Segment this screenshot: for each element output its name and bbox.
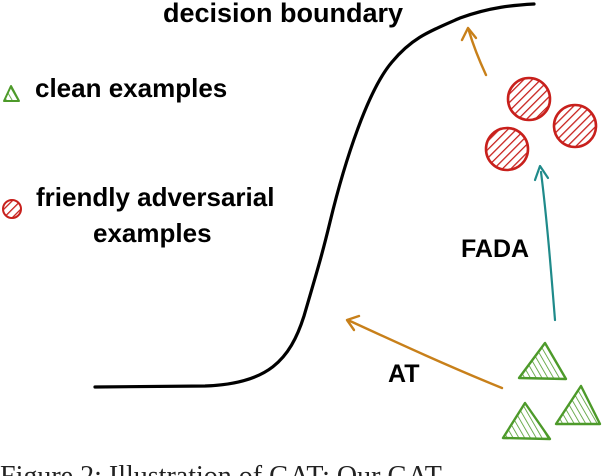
decision-boundary-curve [93,2,536,389]
clean-examples-cluster [501,341,602,441]
adversarial-example [484,126,530,172]
boundary-arrow [460,26,488,77]
legend-friendly-label-line2: examples [93,218,212,248]
adversarial-example-legend-icon [2,199,22,219]
at-arrow [345,314,504,390]
adversarial-example [506,76,552,122]
adversarial-example [552,103,598,149]
clean-example [501,401,552,441]
clean-example [554,384,602,426]
clean-example [517,341,568,381]
legend-friendly-label-line1: friendly adversarial [36,182,274,212]
adversarial-examples-cluster [484,76,598,172]
figure-caption: Figure 2: Illustration of GAT: Our GAT [0,461,442,476]
decision-boundary-label: decision boundary [163,0,403,28]
legend-clean-label: clean examples [35,73,227,103]
fada-arrow [533,164,557,322]
clean-example-legend-icon [3,85,20,102]
fada-label: FADA [461,235,529,263]
at-label: AT [388,360,419,388]
